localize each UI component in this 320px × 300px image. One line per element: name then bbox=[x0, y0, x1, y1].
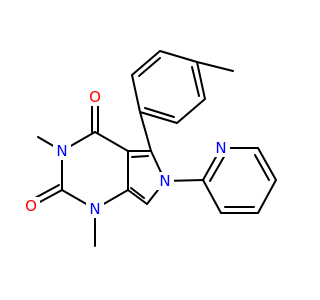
bond-ph-c5-c6 bbox=[176, 98, 206, 124]
atom-label-o-top: O bbox=[89, 88, 101, 106]
atom-label-n-6: N bbox=[159, 172, 170, 190]
bond-ph-c2-c3 bbox=[131, 50, 161, 76]
atom-bg-n-1 bbox=[86, 200, 104, 218]
atom-bg-n-6 bbox=[156, 172, 174, 190]
atom-label-layer: O O N N N N bbox=[22, 88, 230, 218]
bond-ph-c4-c5-inner bbox=[191, 66, 200, 97]
bond-ph-c2-c3-inner bbox=[138, 57, 161, 77]
bond-ph-c3-c4 bbox=[159, 50, 198, 63]
bond-c4a-c5-inner bbox=[131, 155, 149, 158]
atom-bg-o-top bbox=[86, 88, 104, 106]
bond-py-c6-c5-inner bbox=[254, 154, 270, 181]
molecule-canvas: O O N N N N bbox=[22, 50, 277, 247]
bond-c7-c7a-inner bbox=[130, 187, 145, 199]
atom-label-n-pyridine: N bbox=[215, 139, 226, 157]
bond-c2-o-a bbox=[37, 189, 63, 204]
bond-c4-c4a bbox=[94, 131, 129, 152]
atom-label-n-3: N bbox=[56, 142, 67, 160]
bond-c5-phenyl bbox=[139, 111, 152, 152]
atom-label-n-1: N bbox=[89, 200, 100, 218]
atom-bg-o-left bbox=[22, 197, 40, 215]
bond-aryl-methyl bbox=[196, 61, 234, 72]
atom-bg-n-pyridine bbox=[212, 139, 230, 157]
bond-ph-c4-c5 bbox=[196, 61, 206, 100]
bond-py-c5-c4 bbox=[257, 179, 277, 214]
bond-c2-o-b bbox=[34, 184, 60, 199]
bond-ph-c6-c1-inner bbox=[144, 107, 175, 118]
bond-c7-c7a bbox=[127, 189, 148, 205]
bond-py-c6-c5 bbox=[257, 147, 277, 181]
bond-layer bbox=[34, 50, 277, 247]
bond-py-c3-c2 bbox=[202, 179, 222, 214]
atom-bg-n-3 bbox=[53, 142, 71, 160]
molecule-structure: O O N N N N bbox=[22, 50, 277, 247]
bond-ph-c6-c1 bbox=[139, 111, 178, 124]
bond-py-c2-n-inner bbox=[209, 154, 226, 182]
atom-label-o-left: O bbox=[25, 197, 37, 215]
bond-ph-c1-c2 bbox=[131, 74, 141, 113]
